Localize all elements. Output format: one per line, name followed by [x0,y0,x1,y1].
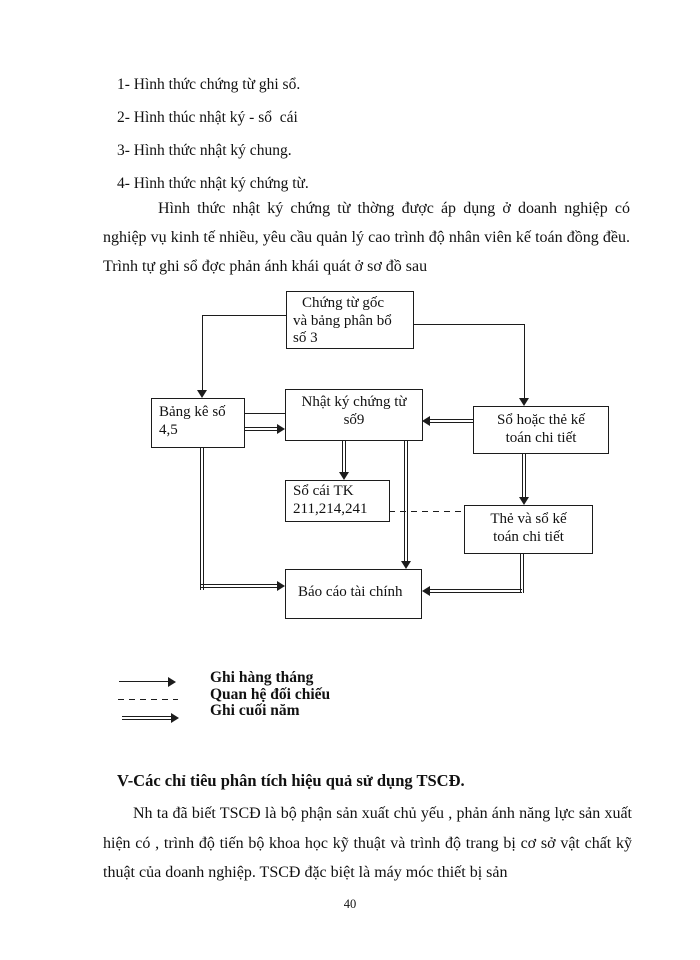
box-line: Thẻ và sổ kế [490,511,567,527]
legend-label-reconciliation: Quan hệ đối chiếu [210,685,331,703]
box-line: số 3 [293,330,318,346]
box-line: 4,5 [159,421,178,438]
connector-bangke-nhatky-plain [245,413,285,415]
connector-bangke-baocao-v [200,447,204,590]
list-item: 1- Hình thức chứng từ ghi sổ. [117,76,301,93]
arrowhead-down-icon [401,561,411,569]
legend-label-monthly: Ghi hàng tháng [210,669,314,686]
intro-paragraph: Hình thức nhật ký chứng từ thờng được áp… [103,200,630,275]
list-item: 4- Hình thức nhật ký chứng từ. [117,175,309,192]
box-line: 211,214,241 [293,500,368,517]
arrowhead-down-icon [519,398,529,406]
box-bang-ke: Bảng kê số 4,5 [151,398,245,448]
legend-solid-arrowhead-icon [168,677,176,687]
box-line: số9 [343,411,365,428]
connector-sohoacthe-nhatky-double [430,419,473,423]
connector-socai-thevaso-dashed [389,511,464,513]
box-nhat-ky-chung-tu: Nhật ký chứng từ số9 [285,389,423,441]
box-so-hoac-the: Sổ hoặc thẻ kế toán chi tiết [473,406,609,454]
connector-sohoacthe-thevaso-double [522,454,526,498]
legend-dashed-line-icon [118,699,178,701]
section-paragraph: Nh ta đã biết TSCĐ là bộ phận sản xuất c… [103,805,632,881]
box-bao-cao-tai-chinh: Báo cáo tài chính [285,569,422,619]
legend-label-yearend: Ghi cuối năm [210,702,300,719]
connector-thevaso-baocao-h [430,589,522,593]
box-line: Báo cáo tài chính [298,584,403,600]
list-item: 2- Hình thúc nhật ký - sổ cái [117,109,298,126]
connector-thevaso-baocao-v [520,553,524,593]
box-line: Bảng kê số [159,404,226,420]
legend-double-line-icon [122,716,172,720]
connector-bangke-baocao-h [200,584,278,588]
connector-bangke-nhatky-double [245,427,278,431]
arrowhead-down-icon [339,472,349,480]
arrowhead-right-icon [277,424,285,434]
connector-chungtu-sohoacthe-h [413,324,524,326]
connector-nhatky-socai-double [342,440,346,473]
box-line: Chứng từ gốc [302,295,385,311]
legend-solid-line-icon [119,681,169,683]
legend-labels: Ghi hàng tháng Quan hệ đối chiếu Ghi cuố… [210,669,331,720]
list-item: 3- Hình thức nhật ký chung. [117,142,292,159]
arrowhead-left-icon [422,416,430,426]
connector-chungtu-sohoacthe-v [524,324,526,398]
connector-chungtu-bangke-v [202,315,204,391]
box-line: Nhật ký chứng từ [301,394,407,410]
box-chung-tu-goc: Chứng từ gốc và bảng phân bổ số 3 [286,291,414,349]
box-line: và bảng phân bổ [293,312,392,329]
box-so-cai-tk: Sổ cái TK 211,214,241 [285,480,390,522]
page-number: 40 [343,897,357,911]
connector-chungtu-bangke-h [202,315,286,317]
box-line: Sổ cái TK [293,483,354,499]
legend-double-arrowhead-icon [171,713,179,723]
arrowhead-left-icon [422,586,430,596]
box-line: toán chi tiết [493,528,564,545]
box-the-va-so: Thẻ và sổ kế toán chi tiết [464,505,593,554]
section-heading: V-Các chỉ tiêu phân tích hiệu quả sử dụn… [117,771,465,790]
box-line: Sổ hoặc thẻ kế [497,412,585,428]
box-line: toán chi tiết [505,429,577,446]
arrowhead-right-icon [277,581,285,591]
connector-nhatky-baocao-double [404,440,408,562]
arrowhead-down-icon [519,497,529,505]
accounting-forms-list: 1- Hình thức chứng từ ghi sổ. 2- Hình th… [117,73,309,205]
arrowhead-down-icon [197,390,207,398]
